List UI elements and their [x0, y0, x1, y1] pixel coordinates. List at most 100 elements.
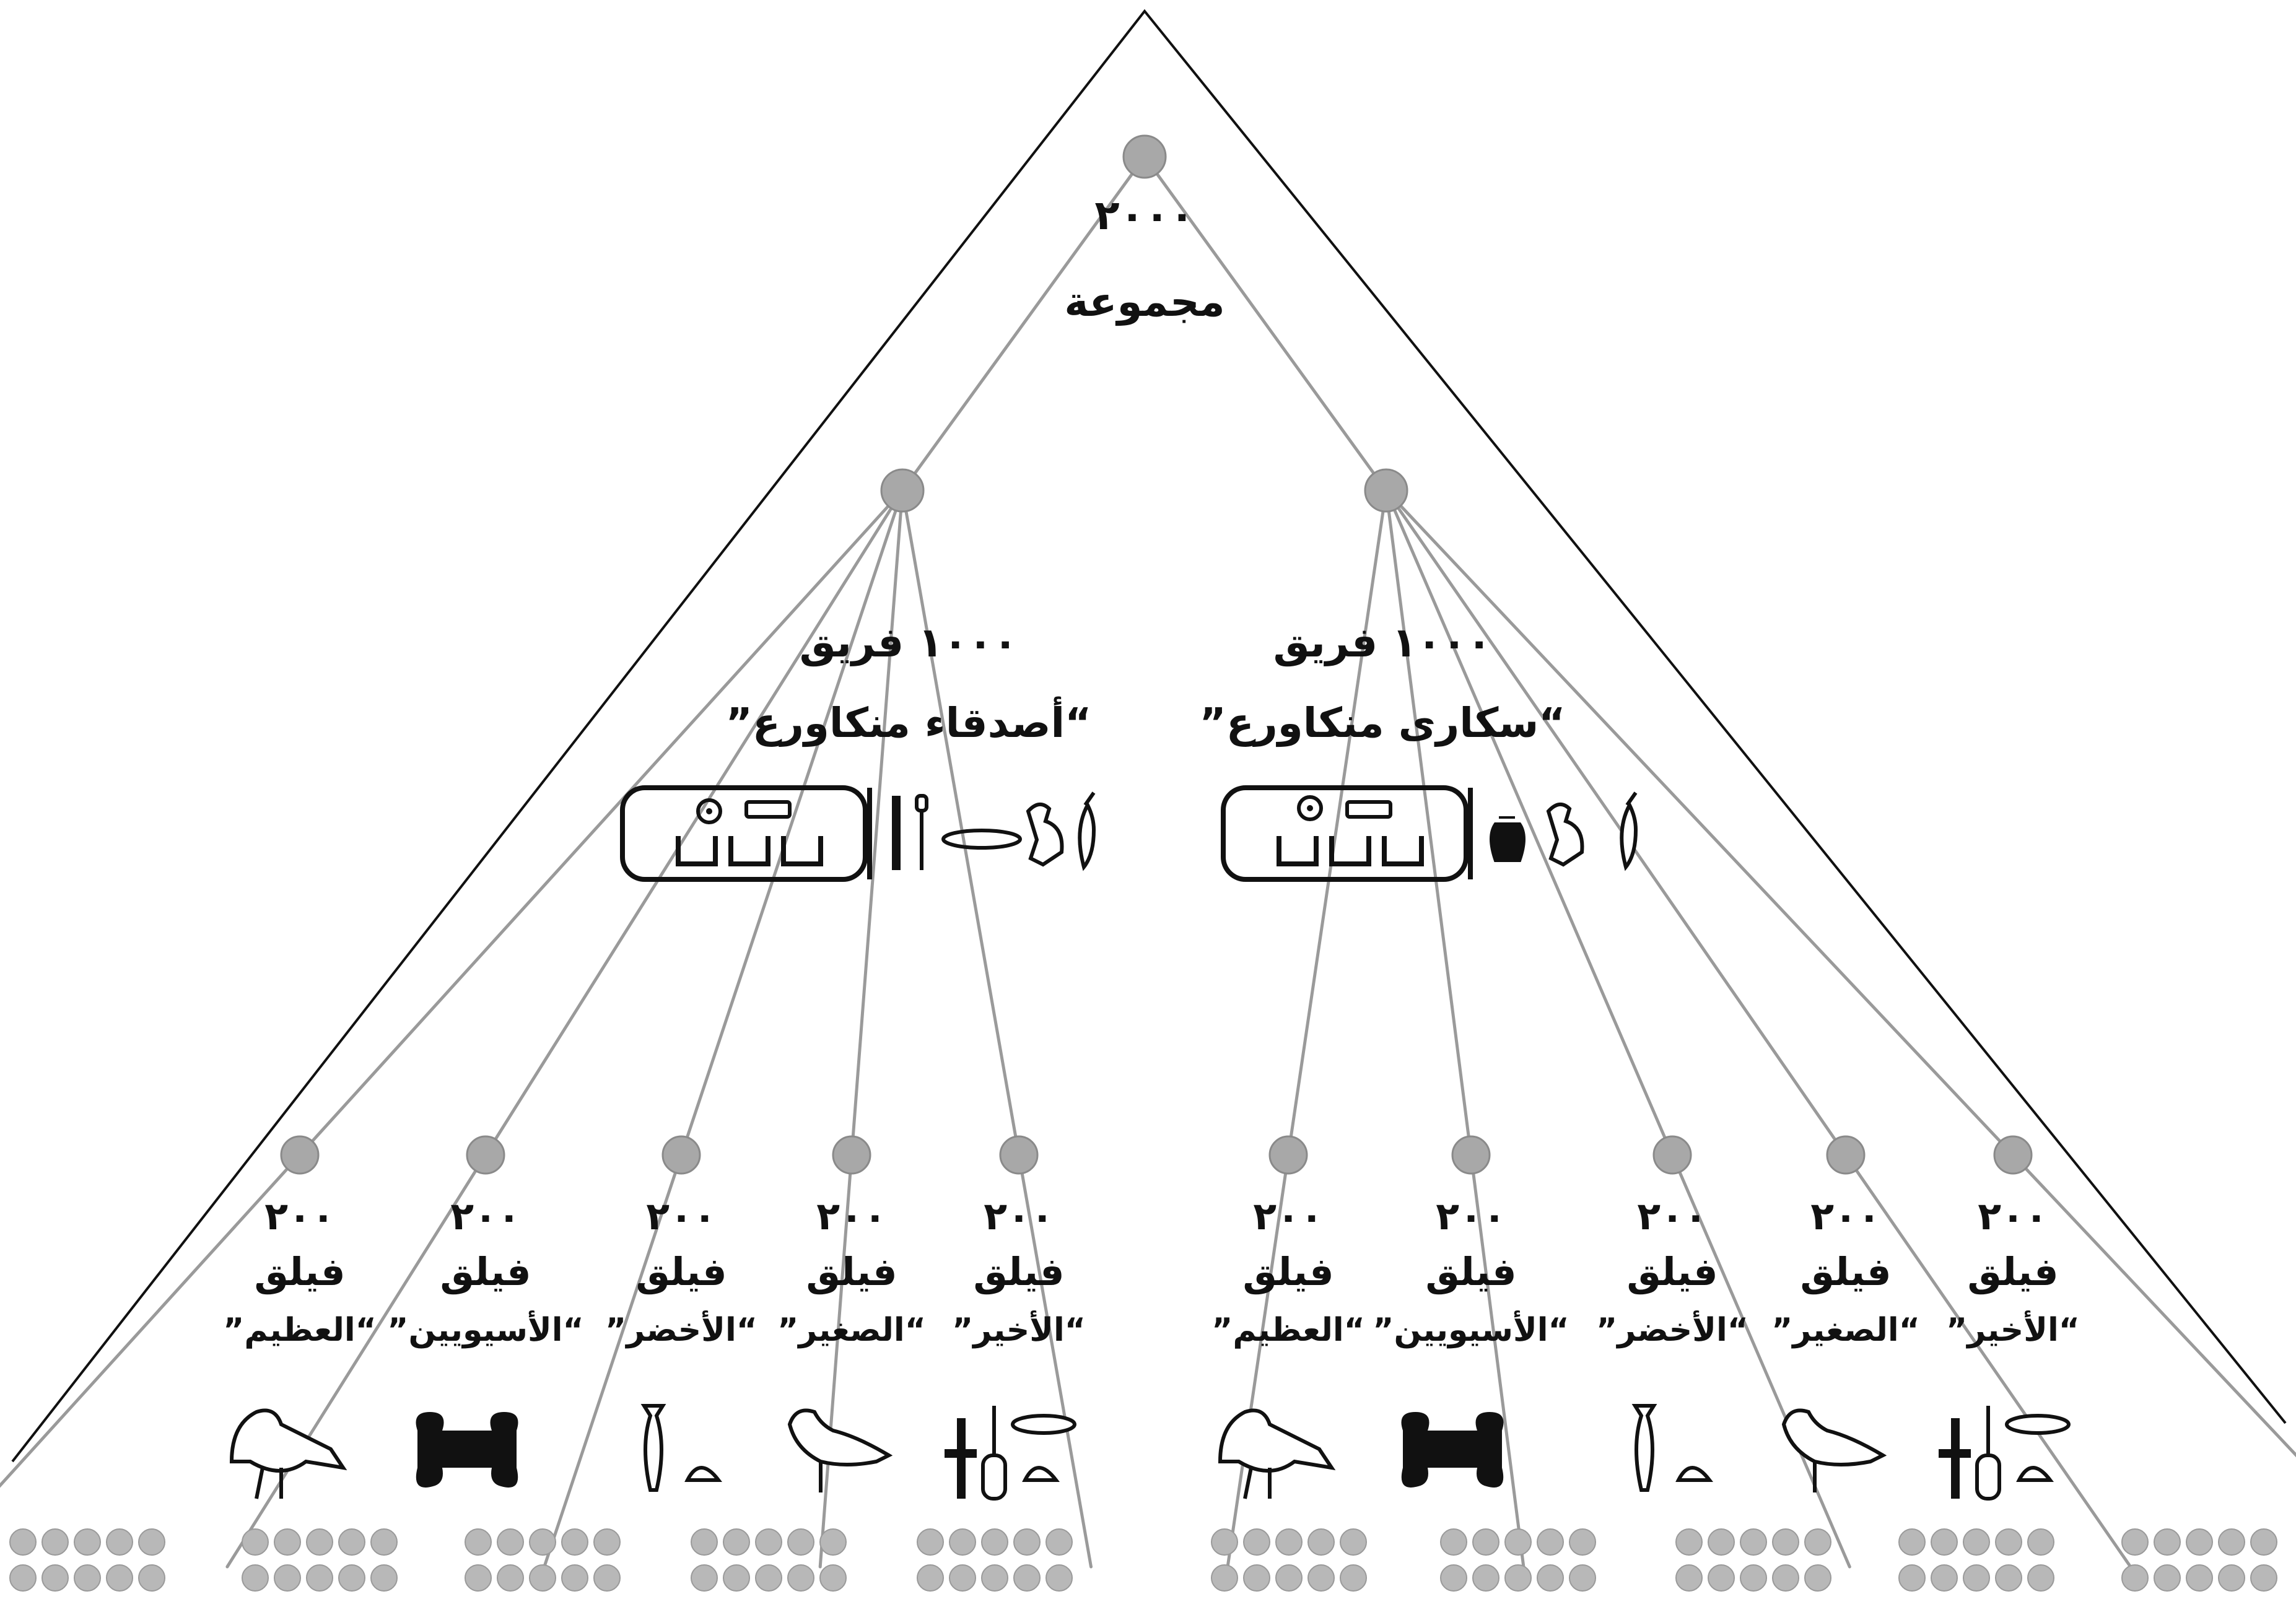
- soldier-dot: [1898, 1564, 1926, 1592]
- soldier-rows: [9, 1528, 2277, 1592]
- soldier-dot: [106, 1528, 133, 1556]
- soldier-dot: [1963, 1528, 1990, 1556]
- phyle-label: فيلق: [973, 1249, 1064, 1294]
- sun-disk-icon: [696, 798, 722, 824]
- soldier-dot: [274, 1528, 301, 1556]
- soldier-dot: [1504, 1528, 1532, 1556]
- branch-phyle-down-7: [1670, 1153, 1851, 1569]
- soldier-dot: [370, 1564, 398, 1592]
- soldier-dot: [1995, 1528, 2022, 1556]
- pyramid-outline: [11, 9, 2287, 1463]
- bone-icon: [1401, 1412, 1504, 1488]
- soldier-dot: [1243, 1528, 1270, 1556]
- phyle-number: ٢٠٠: [450, 1193, 521, 1239]
- soldier-dot: [949, 1528, 976, 1556]
- basket-icon: [1277, 836, 1424, 866]
- phyle-node: [1451, 1135, 1491, 1175]
- phyle-label: فيلق: [1626, 1249, 1718, 1294]
- phyle-label: فيلق: [254, 1249, 345, 1294]
- soldier-dot: [2154, 1564, 2181, 1592]
- swallow-icon: [1781, 1408, 1887, 1492]
- soldier-dot: [1708, 1564, 1735, 1592]
- phyle-name: “الأخير”: [952, 1310, 1086, 1349]
- team-count-friends: ١٠٠٠ فريق: [800, 619, 1018, 667]
- soldier-dot: [561, 1564, 588, 1592]
- team-node-drunkards: [1364, 468, 1408, 513]
- soldier-dot: [755, 1528, 782, 1556]
- branch-team-phyle-9: [1384, 489, 2015, 1157]
- branch-team-phyle-5: [1286, 489, 1388, 1157]
- branch-team-phyle-2: [679, 489, 904, 1157]
- team-glyphs-drunkards: [1221, 785, 1638, 882]
- cartouche-icon: [620, 785, 868, 882]
- soldier-dot: [949, 1564, 976, 1592]
- branch-phyle-down-8: [1844, 1153, 2132, 1569]
- game-board-icon: [1345, 800, 1392, 819]
- branch-phyle-down-3: [818, 1153, 853, 1569]
- soldier-dot: [1772, 1564, 1799, 1592]
- sun-disk-dot: [1307, 805, 1313, 811]
- soldier-dot: [242, 1564, 269, 1592]
- soldier-dot: [1307, 1564, 1335, 1592]
- branch-phyle-down-5: [1226, 1153, 1290, 1569]
- soldier-dot: [1675, 1564, 1703, 1592]
- apex-label: مجموعة: [1064, 278, 1224, 326]
- soldier-dot: [338, 1564, 365, 1592]
- soldier-dot: [2121, 1528, 2149, 1556]
- soldier-dot: [1045, 1528, 1073, 1556]
- flagstaff-icon: [892, 796, 901, 870]
- phyle-label: فيلق: [1967, 1249, 2058, 1294]
- branch-phyle-down-2: [543, 1153, 683, 1569]
- soldier-dot: [529, 1528, 556, 1556]
- phyle-number: ٢٠٠: [984, 1193, 1054, 1239]
- reed-leaf-icon: [1620, 791, 1638, 871]
- soldier-dot: [981, 1528, 1008, 1556]
- soldier-dot: [465, 1564, 492, 1592]
- soldier-dot: [1472, 1528, 1499, 1556]
- game-board-icon: [744, 800, 792, 819]
- soldier-dot: [138, 1528, 165, 1556]
- branch-team-phyle-1: [484, 489, 904, 1157]
- soldier-dot: [2154, 1528, 2181, 1556]
- soldier-dot: [1472, 1564, 1499, 1592]
- heart-windpipe-icon: [1939, 1406, 2071, 1501]
- branch-team-phyle-6: [1384, 489, 1473, 1157]
- soldier-dot: [787, 1528, 814, 1556]
- soldier-dot: [138, 1564, 165, 1592]
- phyle-node: [1268, 1135, 1308, 1175]
- branch-team-phyle-3: [850, 489, 904, 1157]
- soldier-dot: [1275, 1564, 1303, 1592]
- phyle-label: فيلق: [1425, 1249, 1516, 1294]
- soldier-dot: [1675, 1528, 1703, 1556]
- phyle-node: [1993, 1135, 2033, 1175]
- phyle-number: ٢٠٠: [646, 1193, 717, 1239]
- phyle-node: [280, 1135, 320, 1175]
- basket-icon: [676, 836, 823, 866]
- soldier-dot: [1275, 1528, 1303, 1556]
- soldier-dot: [306, 1564, 333, 1592]
- team-name-friends: “أصدقاء منكاورع”: [725, 696, 1091, 747]
- soldier-dot: [593, 1564, 621, 1592]
- branch-lines: [0, 155, 2296, 1569]
- vulture-icon: [1218, 1408, 1336, 1499]
- phyle-number: ٢٠٠: [816, 1193, 887, 1239]
- quail-chick-icon: [1026, 803, 1064, 867]
- phyle-label: فيلق: [806, 1249, 897, 1294]
- soldier-dot: [1740, 1528, 1767, 1556]
- phyle-number: ٢٠٠: [264, 1193, 335, 1239]
- branch-phyle-down-1: [225, 1153, 487, 1569]
- branch-phyle-down-4: [1017, 1153, 1093, 1569]
- soldier-dot: [2027, 1564, 2054, 1592]
- soldier-dot: [917, 1528, 944, 1556]
- soldier-dot: [338, 1528, 365, 1556]
- soldier-dot: [1211, 1564, 1238, 1592]
- soldier-dot: [1898, 1528, 1926, 1556]
- soldier-dot: [691, 1564, 718, 1592]
- branch-phyle-down-6: [1469, 1153, 1526, 1569]
- soldier-dot: [787, 1564, 814, 1592]
- swallow-icon: [787, 1408, 893, 1492]
- branch-phyle-down-0: [0, 1153, 302, 1488]
- phyle-number: ٢٠٠: [1436, 1193, 1506, 1239]
- soldier-dot: [1931, 1564, 1958, 1592]
